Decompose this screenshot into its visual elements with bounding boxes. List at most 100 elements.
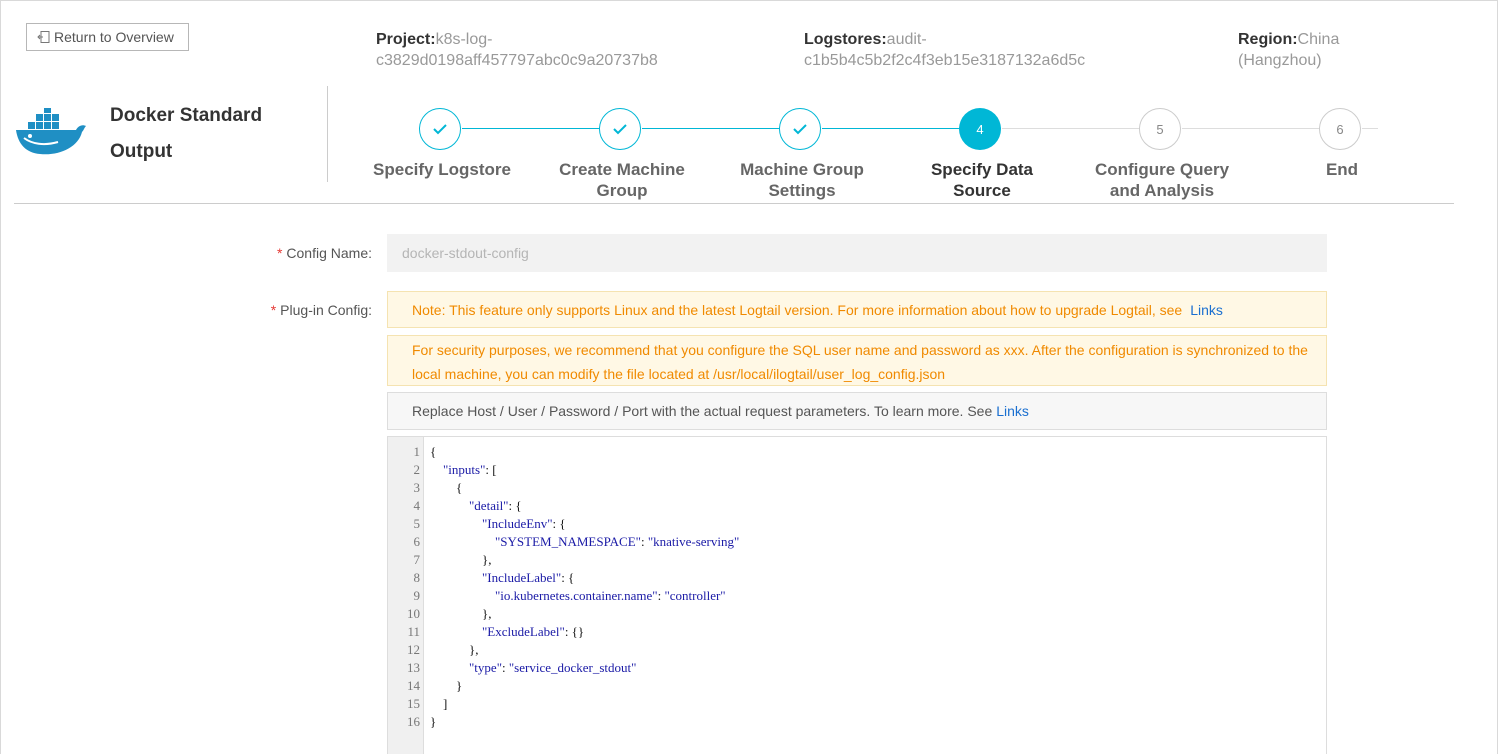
note1-text: Note: This feature only supports Linux a… xyxy=(412,301,1183,318)
check-icon xyxy=(793,124,807,135)
code-line: "SYSTEM_NAMESPACE": "knative-serving" xyxy=(495,534,740,549)
code-line: ] xyxy=(430,696,448,711)
step-connector-tail xyxy=(1362,128,1378,129)
config-name-placeholder: docker-stdout-config xyxy=(402,245,529,261)
region-value-line1: China xyxy=(1297,31,1340,48)
code-line: { xyxy=(430,480,463,495)
step-6-label-line1: End xyxy=(1325,160,1359,179)
project-key: Project: xyxy=(376,31,436,48)
code-line: "type": "service_docker_stdout" xyxy=(469,660,637,675)
line-number: 13 xyxy=(407,660,420,675)
step-5-label-line1: Configure Query xyxy=(1094,160,1230,179)
code-line: { xyxy=(430,444,437,459)
config-name-label-text: Config Name: xyxy=(286,245,372,261)
code-line: } xyxy=(430,714,437,729)
step-4-label: Specify Data Source xyxy=(897,159,1067,201)
code-line: "IncludeLabel": { xyxy=(482,570,575,585)
region-value-line2: (Hangzhou) xyxy=(1238,52,1322,69)
project-value-line2: c3829d0198aff457797abc0c9a20737b8 xyxy=(376,52,658,69)
line-number: 5 xyxy=(413,516,421,531)
logstore-value-line2: c1b5b4c5b2f2c4f3eb15e3187132a6d5c xyxy=(804,52,1086,69)
vertical-divider xyxy=(327,86,328,182)
line-number: 10 xyxy=(407,606,420,621)
line-number: 9 xyxy=(413,588,421,603)
step-6-circle: 6 xyxy=(1319,108,1361,150)
step-2-circle xyxy=(599,108,641,150)
code-line: }, xyxy=(430,552,492,567)
step-2-label-line2: Group xyxy=(596,181,648,200)
logstore-info: Logstores:audit- c1b5b4c5b2f2c4f3eb15e31… xyxy=(804,29,1114,71)
step-1-label-line1: Specify Logstore xyxy=(373,160,511,179)
line-number: 1 xyxy=(413,444,421,459)
step-2-label-line1: Create Machine xyxy=(559,160,685,179)
check-icon xyxy=(433,124,447,135)
editor-gutter xyxy=(388,437,424,754)
step-3-label-line1: Machine Group xyxy=(740,160,864,179)
code-line: }, xyxy=(430,606,492,621)
step-3-label: Machine Group Settings xyxy=(717,159,887,201)
code-line: "io.kubernetes.container.name": "control… xyxy=(495,588,726,603)
plugin-config-label-text: Plug-in Config: xyxy=(280,302,372,318)
line-number: 7 xyxy=(413,552,421,567)
config-name-label: *Config Name: xyxy=(172,245,372,261)
region-key: Region: xyxy=(1238,31,1298,48)
code-line: "ExcludeLabel": {} xyxy=(482,624,585,639)
line-number: 11 xyxy=(407,624,420,639)
code-line: } xyxy=(430,678,463,693)
service-name-line1: Docker Standard xyxy=(110,105,263,126)
note2-text: For security purposes, we recommend that… xyxy=(412,342,1308,382)
step-4-label-line2: Source xyxy=(953,181,1011,200)
step-5-label: Configure Query and Analysis xyxy=(1077,159,1247,201)
code-line: "detail": { xyxy=(469,498,522,513)
step-1-circle xyxy=(419,108,461,150)
logstore-value-line1: audit- xyxy=(886,31,927,48)
config-name-field[interactable]: docker-stdout-config xyxy=(387,234,1327,272)
info-link[interactable]: Links xyxy=(996,403,1029,419)
line-number: 16 xyxy=(407,714,420,729)
step-connector-5 xyxy=(1182,128,1319,129)
required-mark: * xyxy=(270,302,277,318)
step-2-label: Create Machine Group xyxy=(537,159,707,201)
step-connector-3 xyxy=(822,128,959,129)
line-number: 6 xyxy=(413,534,421,549)
step-6-label: End xyxy=(1257,159,1427,180)
step-connector-4 xyxy=(1002,128,1139,129)
replace-params-info: Replace Host / User / Password / Port wi… xyxy=(387,392,1327,430)
step-4-circle: 4 xyxy=(959,108,1001,150)
step-1-label: Specify Logstore xyxy=(357,159,527,180)
project-value-line1: k8s-log- xyxy=(435,31,493,48)
step-3-label-line2: Settings xyxy=(768,181,836,200)
plugin-config-label: *Plug-in Config: xyxy=(172,302,372,318)
step-5-circle: 5 xyxy=(1139,108,1181,150)
code-line: "IncludeEnv": { xyxy=(482,516,566,531)
code-line: }, xyxy=(430,642,479,657)
line-number: 15 xyxy=(407,696,420,711)
code-line: "inputs": [ xyxy=(443,462,497,477)
return-to-overview-label: Return to Overview xyxy=(54,29,174,45)
line-number: 4 xyxy=(413,498,421,513)
service-name-line2: Output xyxy=(110,141,173,162)
check-icon xyxy=(613,124,627,135)
step-connector-2 xyxy=(642,128,779,129)
required-mark: * xyxy=(276,245,283,261)
region-info: Region:China (Hangzhou) xyxy=(1238,29,1378,71)
line-number: 14 xyxy=(407,678,420,693)
exit-icon xyxy=(37,30,51,44)
line-number: 3 xyxy=(413,480,421,495)
service-name: Docker Standard Output xyxy=(110,98,310,170)
step-3-circle xyxy=(779,108,821,150)
project-info: Project:k8s-log- c3829d0198aff457797abc0… xyxy=(376,29,696,71)
security-note: For security purposes, we recommend that… xyxy=(387,335,1327,386)
step-5-label-line2: and Analysis xyxy=(1109,181,1215,200)
info-text: Replace Host / User / Password / Port wi… xyxy=(412,403,993,419)
logstore-key: Logstores: xyxy=(804,31,887,48)
return-to-overview-button[interactable]: Return to Overview xyxy=(26,23,189,51)
linux-support-note: Note: This feature only supports Linux a… xyxy=(387,291,1327,328)
header-divider xyxy=(14,203,1454,204)
step-connector-1 xyxy=(462,128,599,129)
line-number: 2 xyxy=(413,462,421,477)
note1-link[interactable]: Links xyxy=(1190,301,1223,318)
docker-whale-icon xyxy=(14,108,90,160)
line-number: 12 xyxy=(407,642,420,657)
